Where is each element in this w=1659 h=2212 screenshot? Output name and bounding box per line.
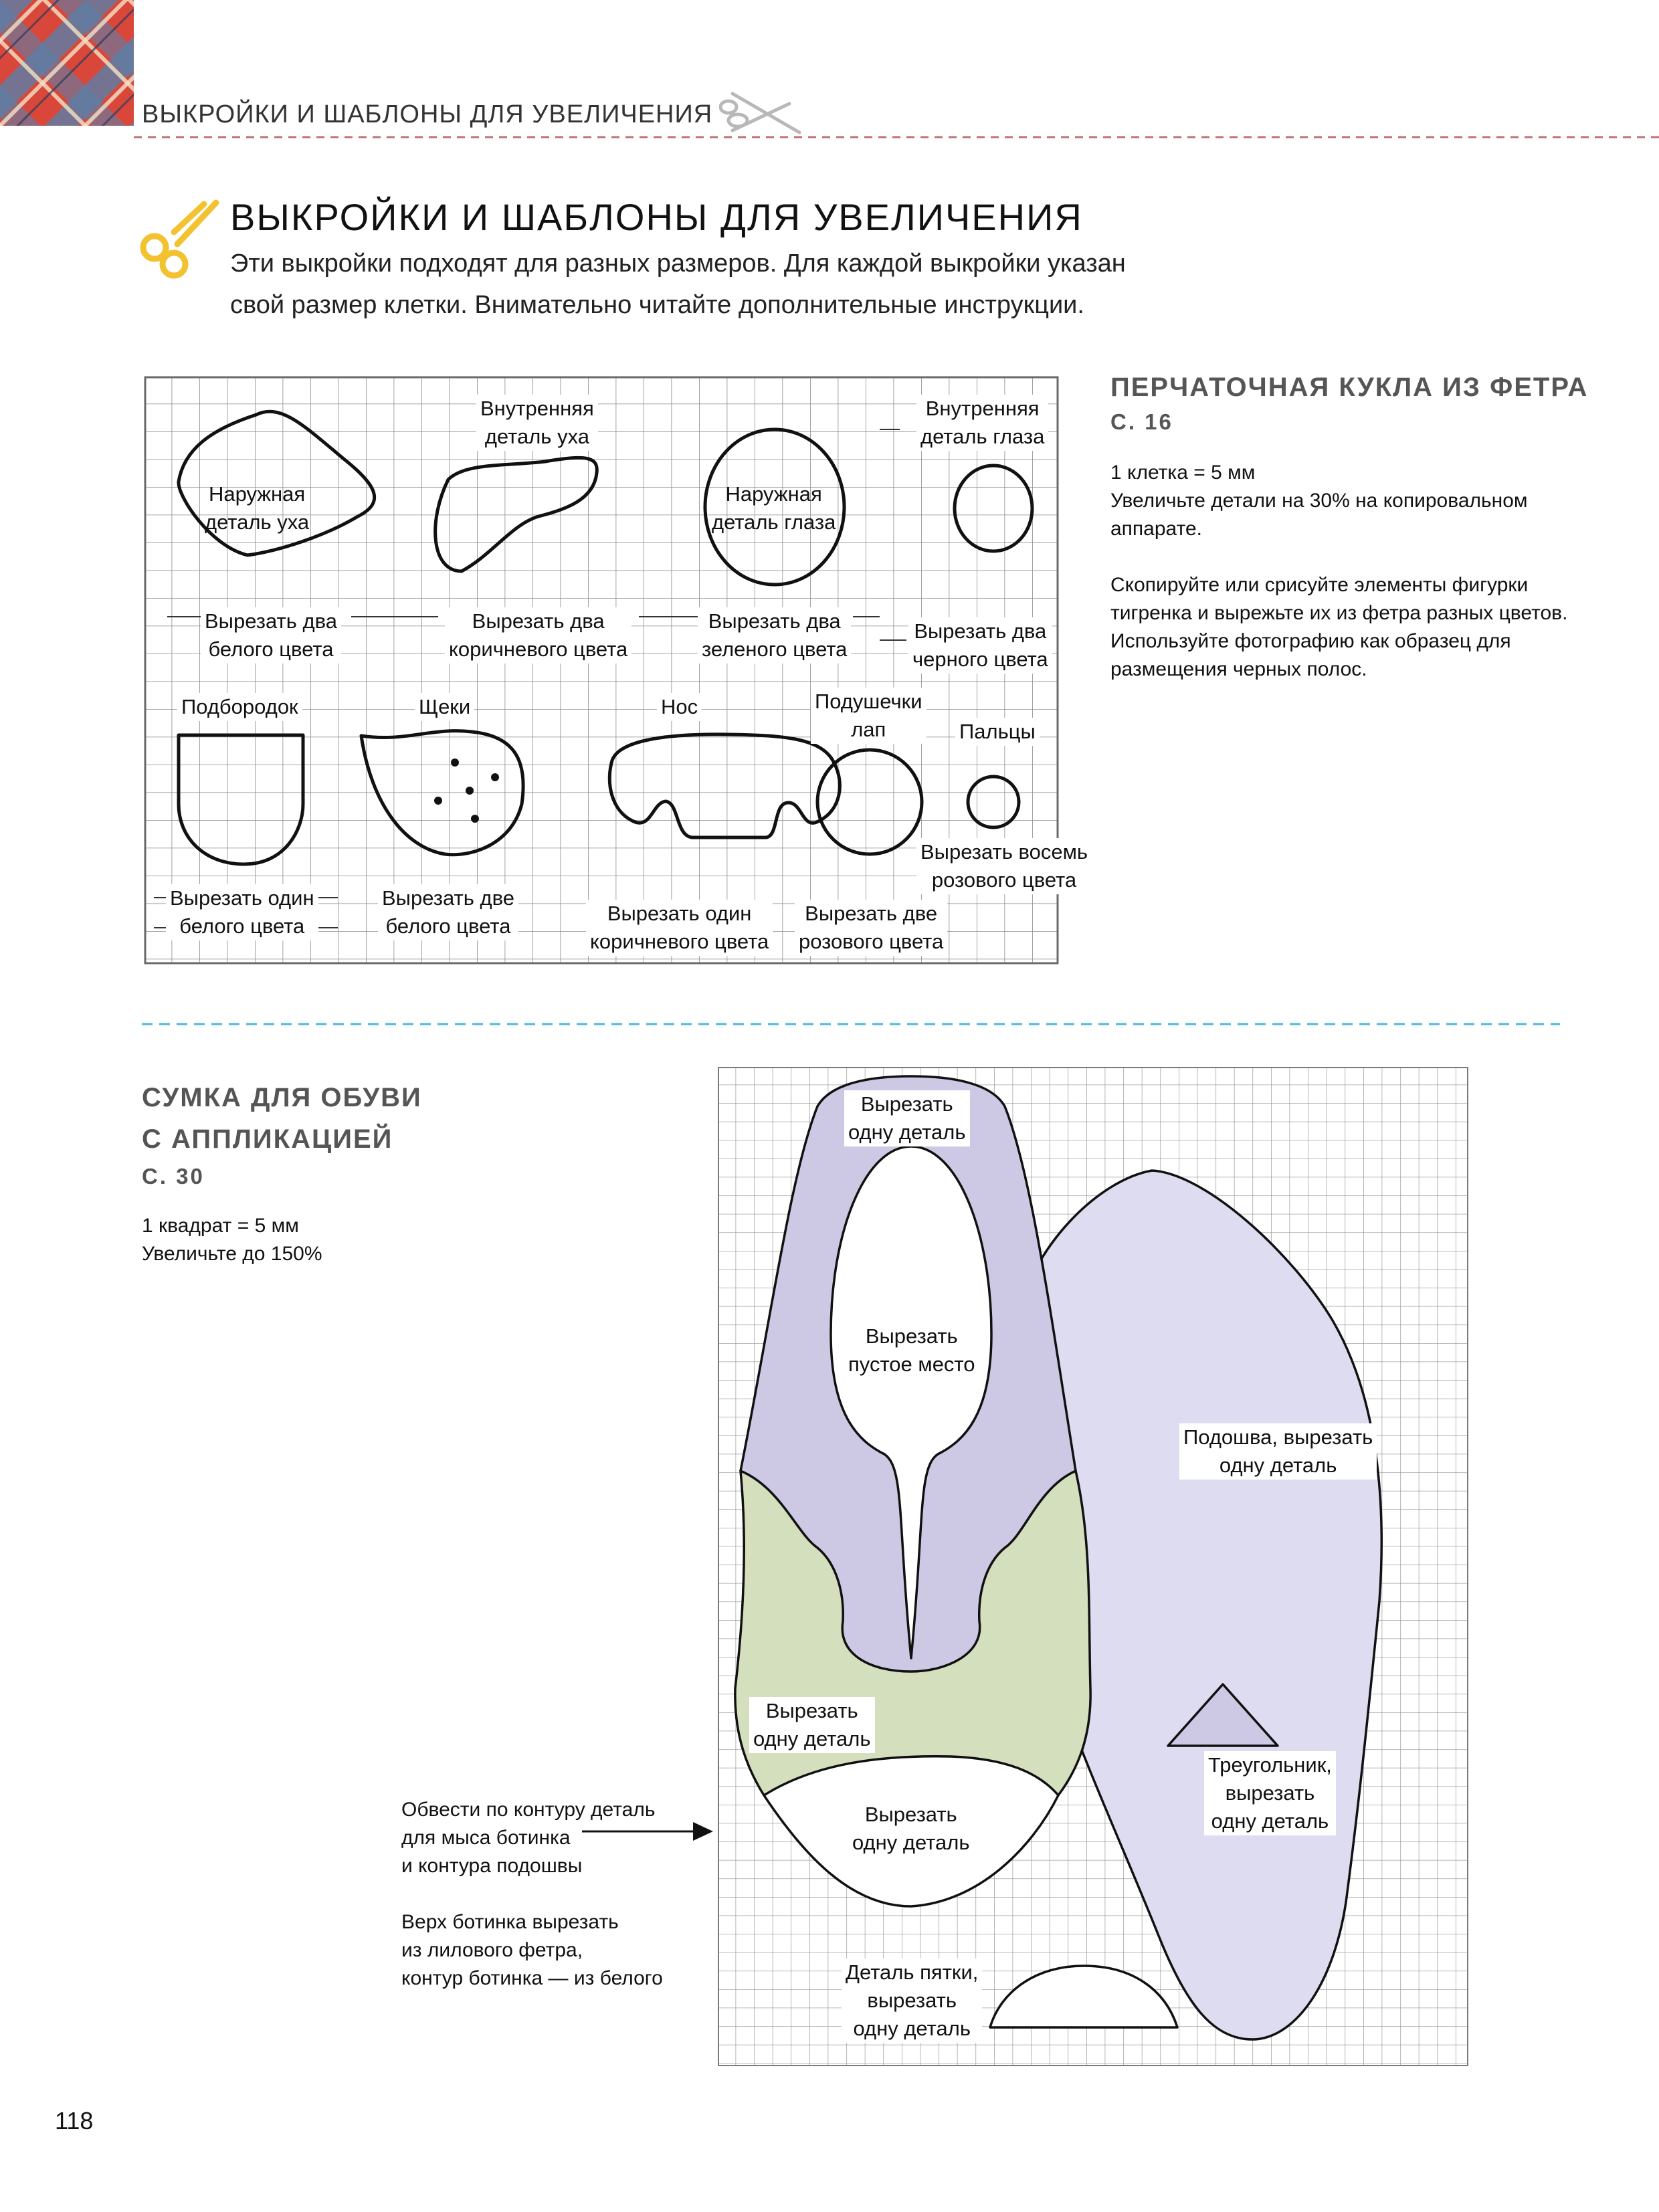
page-title: ВЫКРОЙКИ И ШАБЛОНЫ ДЛЯ УВЕЛИЧЕНИЯ — [230, 196, 1083, 238]
finger-shape — [966, 775, 1021, 829]
puppet-page-ref: С. 16 — [1110, 409, 1173, 434]
puppet-pattern-grid — [144, 376, 1059, 965]
inner-ear-shape — [433, 456, 599, 573]
label-nose: Нос — [657, 693, 702, 721]
trace-note: Обвести по контуру деталь для мыса ботин… — [401, 1799, 663, 1989]
label-chin: Подбородок — [177, 693, 302, 721]
header-dashed-rule — [134, 136, 1659, 138]
chin-shape — [177, 733, 305, 866]
header-scissors-icon — [719, 92, 801, 134]
puppet-instructions: 1 клетка = 5 мм Увеличьте детали на 30% … — [1110, 462, 1568, 680]
label-cheeks: Щеки — [415, 693, 475, 721]
puppet-title: ПЕРЧАТОЧНАЯ КУКЛА ИЗ ФЕТРА — [1110, 373, 1589, 402]
arrow-right-icon — [582, 1822, 713, 1841]
outer-ear-shape — [177, 409, 377, 557]
page-number: 118 — [55, 2107, 94, 2134]
label-fingers: Пальцы — [955, 718, 1040, 746]
cheek-shape — [359, 729, 525, 857]
intro-line-2: свой размер клетки. Внимательно читайте … — [230, 291, 1084, 319]
shoebag-page-ref: С. 30 — [142, 1164, 205, 1189]
corner-fabric-image — [0, 0, 134, 126]
scissors-icon — [140, 199, 219, 279]
shoebag-scale: 1 квадрат = 5 мм Увеличьте до 150% — [142, 1215, 322, 1265]
paw-pad-shape — [815, 748, 924, 856]
shoe-pattern-grid — [718, 1067, 1468, 2066]
empty-space-shape — [830, 1145, 993, 1660]
triangle-shape — [1167, 1683, 1279, 1747]
nose-shape — [607, 732, 842, 839]
intro-line-1: Эти выкройки подходят для разных размеро… — [230, 249, 1126, 278]
heel-shape — [989, 1965, 1179, 2029]
inner-eye-shape — [953, 464, 1034, 553]
outer-eye-shape — [703, 427, 846, 587]
cheek-dots — [434, 759, 499, 823]
section-divider — [142, 1023, 1560, 1025]
header-section-title: ВЫКРОЙКИ И ШАБЛОНЫ ДЛЯ УВЕЛИЧЕНИЯ — [142, 100, 713, 128]
